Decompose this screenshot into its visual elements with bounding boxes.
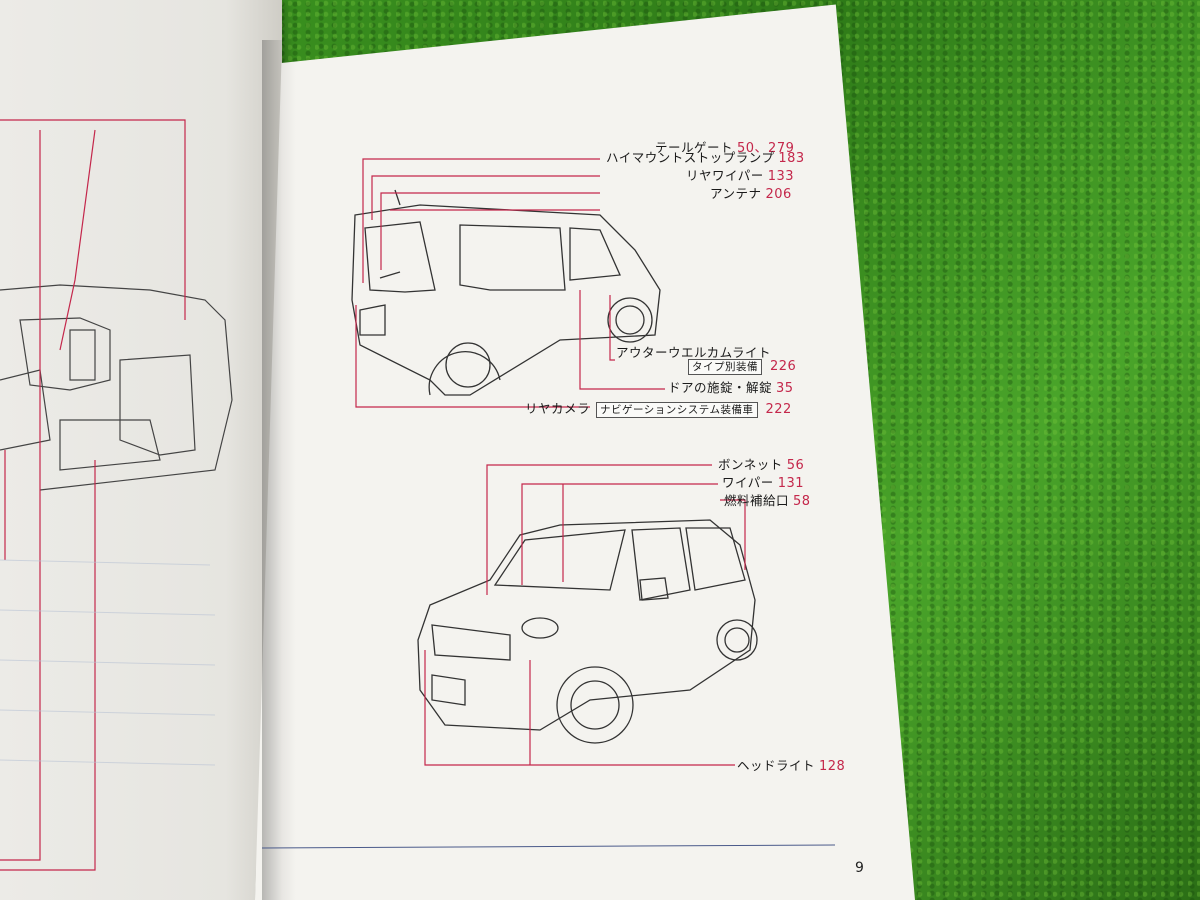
label-outer-welcome-light: アウターウエルカムライト bbox=[616, 345, 772, 360]
page-number: 9 bbox=[855, 860, 864, 876]
left-page-text-lines bbox=[0, 559, 216, 766]
interior-illustration bbox=[0, 284, 233, 491]
left-page-callouts bbox=[0, 119, 186, 871]
right-page bbox=[255, 4, 915, 900]
van-front-illustration bbox=[417, 519, 758, 744]
rear-callout-lines bbox=[355, 158, 665, 408]
left-page bbox=[0, 0, 282, 900]
front-callout-lines bbox=[424, 464, 746, 766]
footer-rule bbox=[261, 844, 836, 849]
van-rear-illustration bbox=[351, 189, 661, 396]
book-gutter bbox=[262, 40, 296, 900]
